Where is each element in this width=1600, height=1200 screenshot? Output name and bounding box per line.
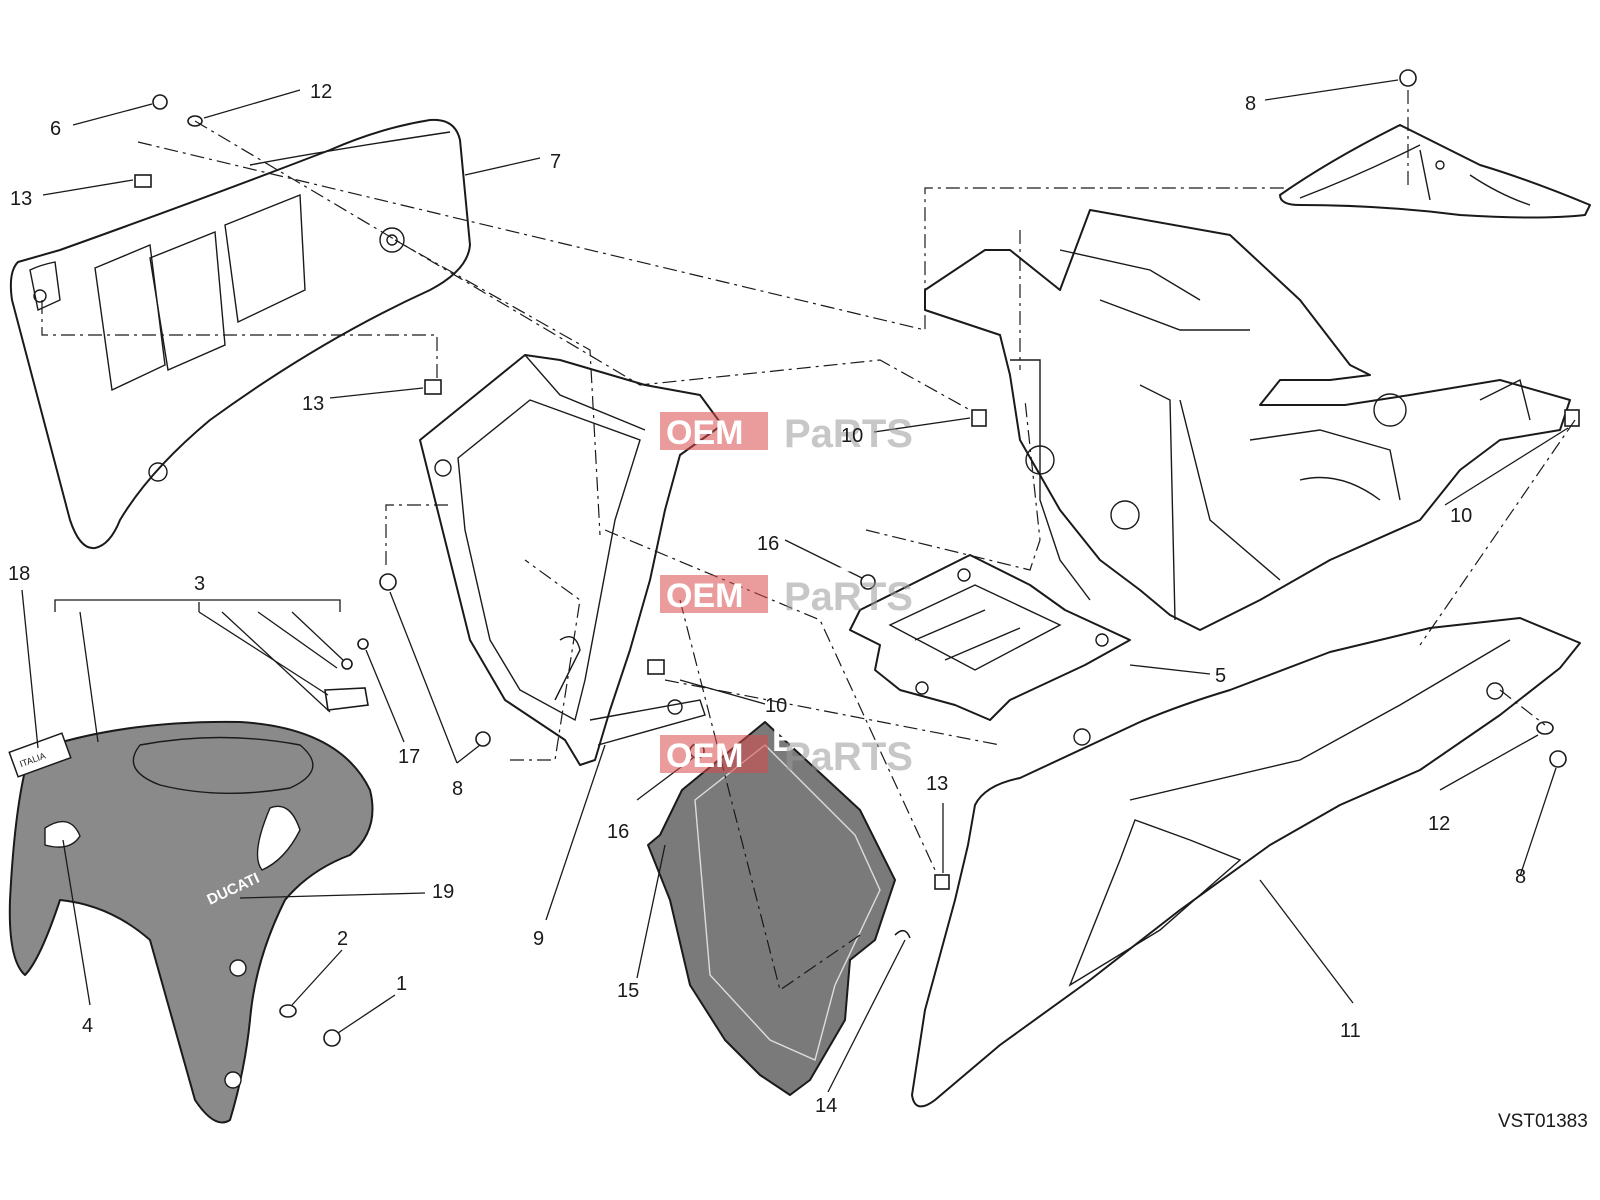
callout-4: 4 [82,1015,93,1037]
hardware [134,69,1580,1047]
screw-6 [152,94,168,110]
callout-7: 7 [550,151,561,173]
callout-8: 8 [452,778,463,800]
watermark-mid: OEM BIKE PaRTS [660,561,913,619]
clip-10-left [971,409,987,427]
drawing-code: VST01383 [1498,1111,1588,1132]
screw-16-upper [860,574,876,590]
callout-5: 5 [1215,665,1226,687]
clip-10-right [1564,409,1580,427]
screw-17b [341,658,353,670]
tail-bracket-part [1279,124,1591,219]
clip-13-mid [424,379,442,395]
callout-12: 12 [310,81,332,103]
callout-2: 2 [337,928,348,950]
leader-lines [21,79,1569,1093]
callout-3: 3 [194,573,205,595]
svg-text:BIKE: BIKE [772,398,853,436]
callout-19: 19 [432,881,454,903]
callout-1: 1 [396,973,407,995]
svg-text:BIKE: BIKE [772,561,853,599]
callout-8: 8 [1245,93,1256,115]
clip-13-lower [934,874,950,890]
washer-2 [279,1004,297,1018]
callout-13: 13 [10,188,32,210]
callout-10: 10 [841,425,863,447]
callout-10: 10 [765,695,787,717]
callout-16: 16 [757,533,779,555]
callout-9: 9 [533,928,544,950]
bracket-3 [324,687,369,711]
washer-12-right [1536,721,1554,735]
callout-15: 15 [617,980,639,1002]
screw-8-top [1399,69,1417,87]
screw-8-left [379,573,397,591]
screw-8-right [1549,750,1567,768]
screw-8-mid [475,731,491,747]
callout-6: 6 [50,118,61,140]
callout-12: 12 [1428,813,1450,835]
callout-14: 14 [815,1095,837,1117]
svg-text:PaRTS: PaRTS [784,735,913,779]
svg-text:PaRTS: PaRTS [784,412,913,456]
callout-11: 11 [1340,1020,1361,1042]
svg-text:PaRTS: PaRTS [784,575,913,619]
air-duct-part-9 [419,354,723,766]
callout-labels: 6 12 7 13 13 8 10 10 10 16 16 5 18 3 17 … [8,81,1526,1117]
callout-13: 13 [926,773,948,795]
callout-16: 16 [607,821,629,843]
watermark: OEM BIKE PaRTS OEM BIKE PaRTS OEM BIKE P… [660,398,913,779]
svg-text:BIKE: BIKE [772,721,853,759]
watermark-low: OEM BIKE PaRTS [660,721,913,779]
callout-18: 18 [8,563,30,585]
decal-part-18: ITALIA [8,732,72,778]
lower-fairing-part-11 [911,617,1581,1108]
svg-text:OEM: OEM [666,577,743,615]
callout-13: 13 [302,393,324,415]
clip-14 [894,929,911,939]
screw-17 [357,638,369,650]
assembly-lines [41,90,1576,991]
undertray-part-5 [849,554,1131,721]
clip-13-upper [134,174,152,188]
callout-8: 8 [1515,866,1526,888]
svg-text:OEM: OEM [666,414,743,452]
callout-10: 10 [1450,505,1472,527]
side-panel-part-7 [9,118,471,550]
clip-10-mid [647,659,665,675]
watermark-top: OEM BIKE PaRTS [660,398,913,456]
front-mudguard-part-4: DUCATI [8,720,374,1124]
svg-text:OEM: OEM [666,737,743,775]
screw-1 [323,1029,341,1047]
rear-subframe-tray [924,209,1571,631]
callout-17: 17 [398,746,420,768]
